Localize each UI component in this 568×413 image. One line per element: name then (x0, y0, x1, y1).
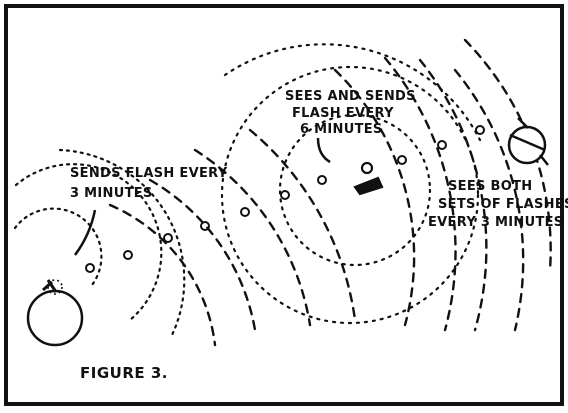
left-label-pointer (73, 209, 97, 256)
middle-spaceship (353, 161, 384, 196)
figure-frame (4, 4, 564, 406)
middle-label-pointer (316, 137, 331, 164)
svg-text:SEES AND SENDS: SEES AND SENDS (285, 89, 416, 104)
right-label: SEES BOTH SETS OF FLASHES EVERY 3 MINUTE… (428, 179, 568, 230)
svg-text:6 MINUTES: 6 MINUTES (300, 122, 383, 137)
svg-text:SETS OF FLASHES: SETS OF FLASHES (438, 197, 568, 212)
flash-marks (85, 125, 485, 273)
left-planet-wavefronts (13, 148, 186, 337)
left-planet-wavefronts-outer (108, 128, 357, 347)
middle-label: SEES AND SENDS FLASH EVERY 6 MINUTES (285, 89, 416, 137)
middle-ship-wavefronts (220, 43, 482, 325)
right-planet (507, 117, 549, 166)
left-label: SENDS FLASH EVERY 3 MINUTES (70, 166, 228, 201)
svg-text:FLASH EVERY: FLASH EVERY (292, 106, 394, 121)
svg-text:SEES BOTH: SEES BOTH (448, 179, 532, 194)
svg-text:SENDS FLASH EVERY: SENDS FLASH EVERY (70, 166, 228, 181)
left-planet (26, 279, 84, 347)
svg-text:EVERY 3 MINUTES: EVERY 3 MINUTES (428, 215, 563, 230)
figure-caption: FIGURE 3. (80, 364, 168, 382)
svg-text:3 MINUTES: 3 MINUTES (70, 186, 153, 201)
